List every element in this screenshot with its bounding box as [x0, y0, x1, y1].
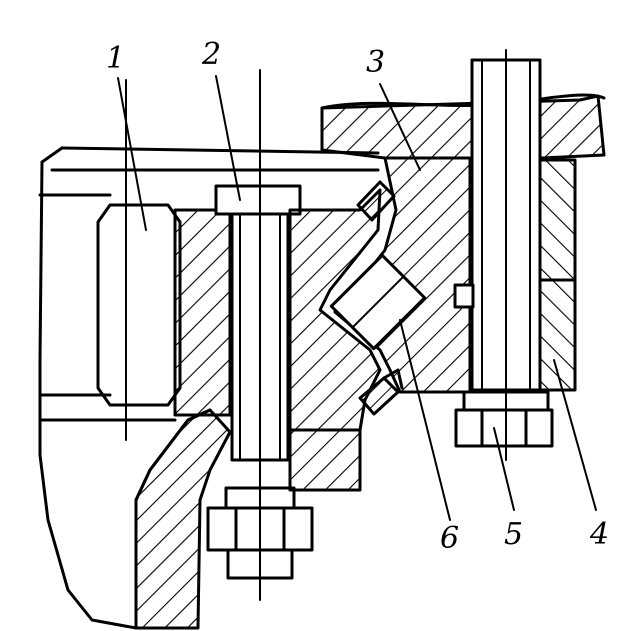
part-5-nut	[454, 408, 554, 448]
lower-seal-lip	[382, 368, 404, 390]
housing-top-edge	[60, 146, 380, 155]
lower-seal	[358, 376, 400, 416]
callout-5: 5	[504, 517, 524, 552]
callout-6: 6	[440, 521, 460, 556]
part-2-bolt-head	[214, 184, 302, 216]
housing-foot-section	[134, 408, 232, 630]
leader-2	[215, 75, 241, 201]
key-detail	[453, 283, 475, 309]
part-6-roller	[329, 253, 427, 351]
part-4-cover-plate	[538, 158, 577, 392]
callout-4: 4	[590, 517, 610, 552]
leader-6	[399, 319, 451, 521]
callout-2: 2	[202, 37, 222, 72]
leader-3	[379, 83, 421, 171]
inner-ring-section	[173, 208, 232, 417]
callout-3: 3	[366, 45, 386, 80]
leader-4	[553, 359, 597, 511]
upper-seal	[356, 180, 396, 222]
callout-1: 1	[106, 41, 126, 76]
leader-1	[117, 77, 147, 231]
lower-spacer-section	[288, 428, 362, 492]
part-1-hub	[96, 203, 182, 407]
leader-5	[493, 427, 515, 511]
